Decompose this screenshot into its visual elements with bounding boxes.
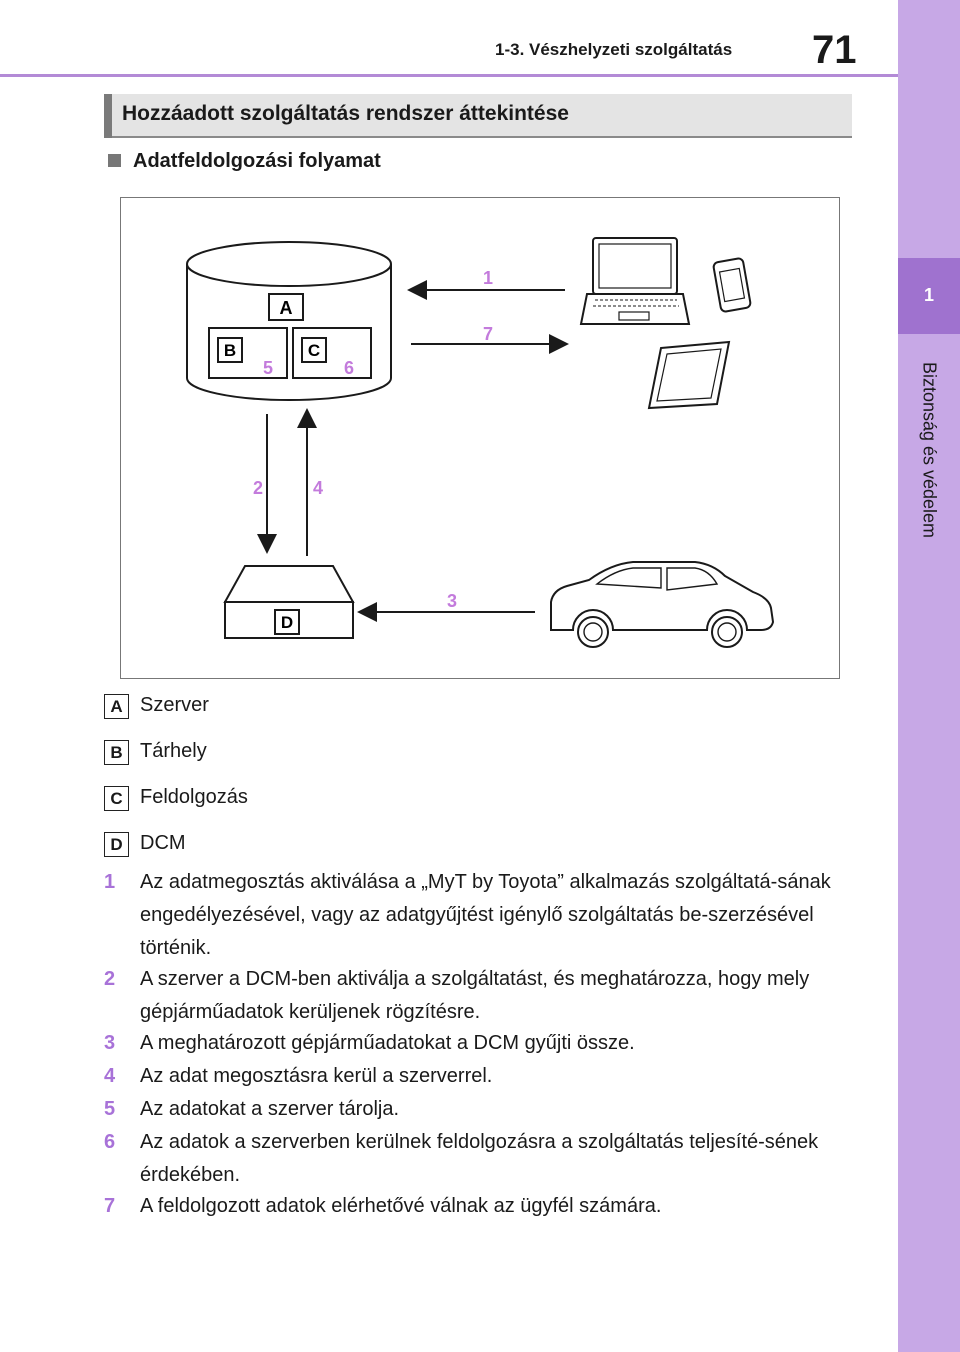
step-marker-1: 1: [483, 268, 493, 288]
step-text: Az adatok a szerverben kerülnek feldolgo…: [140, 1131, 819, 1186]
step-text: A feldolgozott adatok elérhetővé válnak …: [140, 1195, 662, 1217]
step-number: 5: [104, 1098, 116, 1120]
legend-label: Szerver: [140, 694, 209, 716]
legend-label: Tárhely: [140, 740, 207, 762]
header-divider: [0, 74, 898, 77]
step-number: 4: [104, 1065, 116, 1087]
step-number: 2: [104, 968, 116, 990]
box-a-label: A: [280, 298, 293, 318]
smartphone-icon: [712, 257, 752, 313]
side-tab-chapter-label: Biztonság és védelem: [919, 361, 940, 539]
header-section-title: 1-3. Vészhelyzeti szolgáltatás: [495, 40, 733, 59]
legend-badge: A: [104, 694, 129, 719]
step-text: A meghatározott gépjárműadatokat a DCM g…: [140, 1032, 635, 1054]
box-c-label: C: [308, 341, 320, 360]
section-title-accent: [104, 94, 112, 138]
subheading: Adatfeldolgozási folyamat: [133, 150, 381, 172]
box-b-label: B: [224, 341, 236, 360]
box-b: [217, 337, 243, 363]
step-number: 3: [104, 1032, 116, 1054]
step-marker-2: 2: [253, 478, 263, 498]
box-a: [268, 293, 304, 321]
step-number: 1: [104, 871, 116, 893]
data-flow-diagram: A B 5 C 6 1 7: [120, 197, 840, 679]
side-tab-chapter-number: 1: [923, 285, 934, 305]
step-marker-5: 5: [263, 358, 273, 378]
legend-label: Feldolgozás: [140, 786, 248, 808]
car-icon: [550, 561, 775, 648]
section-title: Hozzáadott szolgáltatás rendszer áttekin…: [122, 102, 569, 125]
step-marker-4: 4: [313, 478, 323, 498]
side-tab-active-chapter[interactable]: [898, 258, 960, 334]
legend-badge: D: [104, 832, 129, 857]
dcm-unit-icon: [223, 565, 355, 639]
legend-badge: B: [104, 740, 129, 765]
laptop-icon: [579, 237, 691, 325]
side-tab: [898, 0, 960, 1352]
step-text: Az adatmegosztás aktiválása a „MyT by To…: [140, 871, 831, 959]
square-bullet-icon: [108, 154, 121, 167]
legend-badge: C: [104, 786, 129, 811]
step-marker-7: 7: [483, 324, 493, 344]
step-marker-3: 3: [447, 591, 457, 611]
step-text: A szerver a DCM-ben aktiválja a szolgált…: [140, 968, 810, 1023]
step-number: 6: [104, 1131, 116, 1153]
step-number: 7: [104, 1195, 116, 1217]
step-marker-6: 6: [344, 358, 354, 378]
diagram-canvas: A B 5 C 6 1 7: [186, 237, 775, 648]
legend-label: DCM: [140, 832, 186, 854]
tablet-icon: [647, 340, 731, 410]
step-text: Az adat megosztásra kerül a szerverrel.: [140, 1065, 493, 1087]
section-title-bar: [104, 94, 852, 138]
box-d: [274, 609, 300, 635]
step-text: Az adatokat a szerver tárolja.: [140, 1098, 400, 1120]
page-number: 71: [812, 28, 857, 72]
box-c: [301, 337, 327, 363]
box-d-label: D: [281, 613, 293, 632]
